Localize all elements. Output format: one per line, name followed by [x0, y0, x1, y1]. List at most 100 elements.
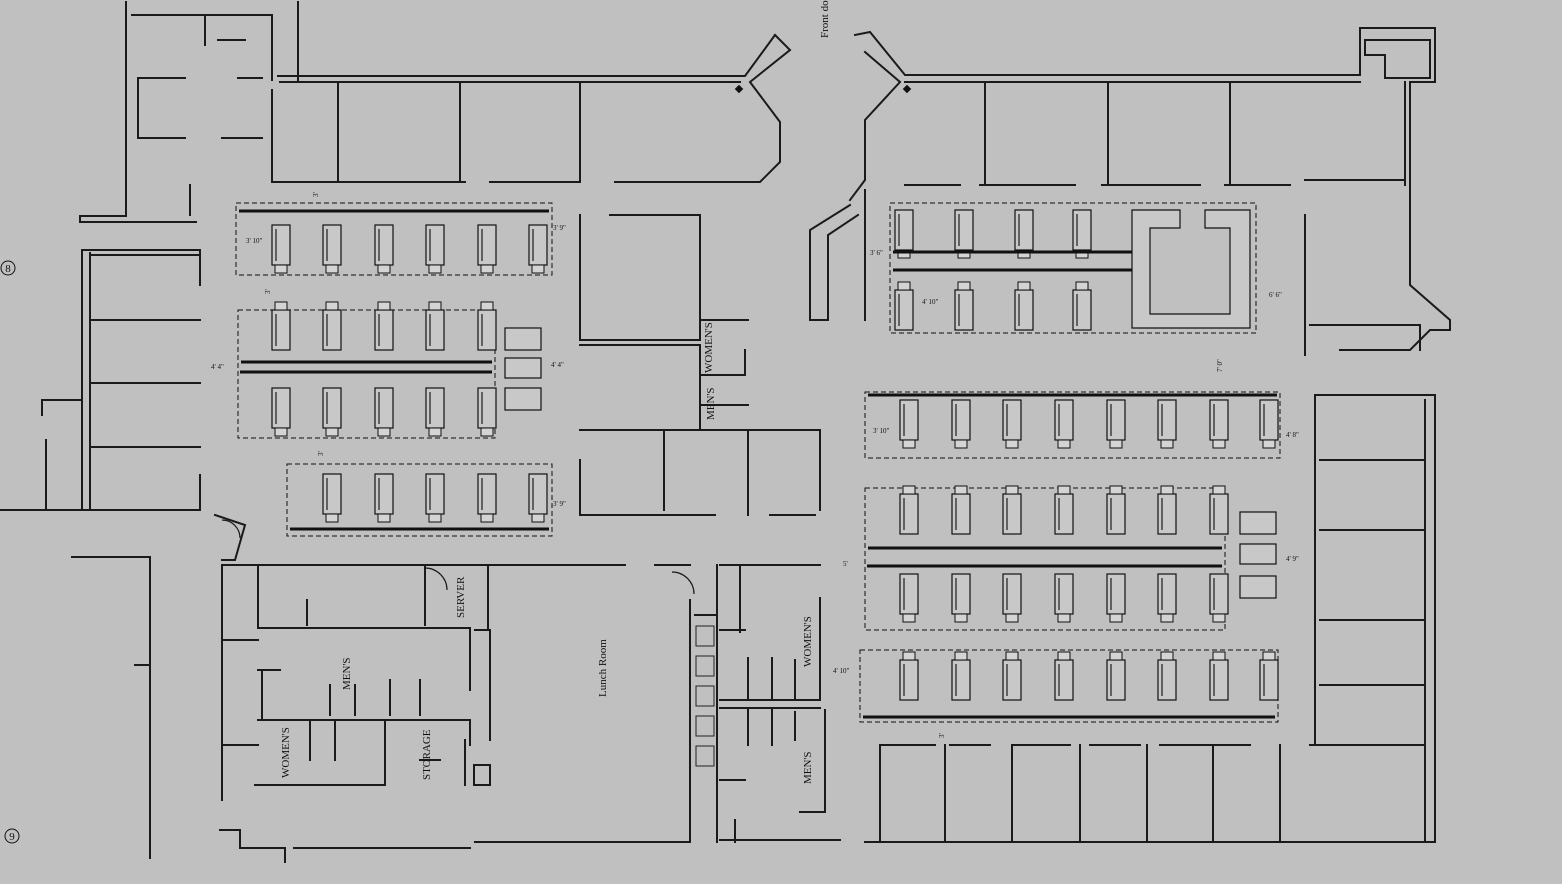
workstation-chair — [1075, 249, 1089, 259]
dim-3-b: 3' — [264, 289, 272, 294]
workstation-desk — [425, 309, 445, 351]
workstation-chair — [377, 264, 391, 274]
workstation-desk — [1014, 289, 1034, 331]
workstation-desk — [951, 659, 971, 701]
workstation-desk — [1209, 659, 1229, 701]
workstation-chair — [1212, 651, 1226, 661]
workstation-desk — [899, 573, 919, 615]
workstation-chair — [1005, 651, 1019, 661]
pod-outline — [864, 487, 1226, 631]
workstation-chair — [1017, 281, 1031, 291]
building-walls — [0, 1, 1451, 863]
workstation-desk — [374, 473, 394, 515]
workstation-desk — [1054, 493, 1074, 535]
workstation-desk — [1157, 659, 1177, 701]
workstation-chair — [1005, 439, 1019, 449]
printer-unit — [504, 357, 542, 379]
printer-unit — [504, 327, 542, 351]
workstation-desk — [899, 493, 919, 535]
workstation-clusters — [235, 202, 1281, 723]
workstation-desk — [528, 473, 548, 515]
workstation-desk — [322, 387, 342, 429]
workstation-chair — [274, 264, 288, 274]
workstation-chair — [954, 651, 968, 661]
workstation-desk — [1259, 399, 1279, 441]
workstation-chair — [325, 264, 339, 274]
dim-3-9-a: 3' 9" — [553, 224, 566, 232]
workstation-desk — [951, 399, 971, 441]
workstation-chair — [902, 651, 916, 661]
workstation-desk — [271, 387, 291, 429]
workstation-chair — [1017, 249, 1031, 259]
workstation-chair — [1262, 439, 1276, 449]
dim-3-d: 3' — [938, 733, 946, 738]
workstation-desk — [322, 224, 342, 266]
workstation-desk — [1106, 399, 1126, 441]
workstation-desk — [528, 224, 548, 266]
workstation-chair — [480, 513, 494, 523]
workstation-chair — [531, 264, 545, 274]
dim-4-9: 4' 9" — [1286, 555, 1299, 563]
workstation-desk — [322, 473, 342, 515]
workstation-chair — [1075, 281, 1089, 291]
womens-restroom-2-label: WOMEN'S — [280, 727, 292, 778]
workstation-desk — [271, 224, 291, 266]
workstation-chair — [1057, 651, 1071, 661]
workstation-chair — [902, 439, 916, 449]
workstation-desk — [271, 309, 291, 351]
mens-restroom-1-label: MEN'S — [705, 387, 717, 420]
workstation-chair — [325, 427, 339, 437]
dim-3-a: 3' — [312, 192, 320, 197]
workstation-desk — [1002, 573, 1022, 615]
workstation-desk — [954, 289, 974, 331]
workstation-desk — [1106, 659, 1126, 701]
workstation-desk — [1106, 493, 1126, 535]
workstation-chair — [1212, 485, 1226, 495]
workstation-chair — [480, 264, 494, 274]
workstation-desk — [477, 387, 497, 429]
room-labels: Front do WOMEN'S MEN'S SERVER MEN'S WOME… — [280, 0, 831, 784]
mens-restroom-3-label: MEN'S — [802, 751, 814, 784]
grid-tag-8-circle — [0, 260, 16, 276]
dim-3-10-a: 3' 10" — [246, 237, 263, 245]
workstation-desk — [1209, 493, 1229, 535]
printer-unit — [1239, 511, 1277, 535]
workstation-desk — [1157, 493, 1177, 535]
lunch-room-label: Lunch Room — [597, 639, 609, 697]
dim-4-8: 4' 8" — [1286, 431, 1299, 439]
workstation-chair — [480, 301, 494, 311]
server-room-label: SERVER — [455, 576, 467, 618]
workstation-chair — [325, 301, 339, 311]
pod-outline — [864, 391, 1281, 459]
workstation-desk — [1259, 659, 1279, 701]
womens-restroom-3-label: WOMEN'S — [802, 616, 814, 667]
workstation-chair — [1109, 613, 1123, 623]
dim-3-10-b: 3' 10" — [873, 427, 890, 435]
workstation-desk — [374, 387, 394, 429]
dim-4-10-a: 4' 10" — [922, 298, 939, 306]
dim-7-0: 7' 0" — [1216, 359, 1224, 372]
workstation-desk — [374, 224, 394, 266]
printer-unit — [504, 387, 542, 411]
workstation-chair — [377, 427, 391, 437]
workstation-desk — [894, 289, 914, 331]
workstation-desk — [1002, 399, 1022, 441]
pod-outline — [237, 309, 496, 439]
workstation-chair — [325, 513, 339, 523]
workstation-desk — [1014, 209, 1034, 251]
workstation-desk — [425, 224, 445, 266]
workstation-chair — [902, 613, 916, 623]
dim-5: 5' — [843, 560, 848, 568]
workstation-chair — [954, 613, 968, 623]
workstation-chair — [1109, 651, 1123, 661]
manager-desk-suite — [1131, 209, 1251, 329]
workstation-desk — [951, 573, 971, 615]
workstation-chair — [1005, 485, 1019, 495]
grid-reference-tags: 8 9 — [0, 260, 20, 844]
workstation-chair — [428, 264, 442, 274]
storage-room-label: STORAGE — [421, 729, 433, 780]
workstation-desk — [425, 473, 445, 515]
dim-6-6: 6' 6" — [1269, 291, 1282, 299]
workstation-chair — [1160, 439, 1174, 449]
